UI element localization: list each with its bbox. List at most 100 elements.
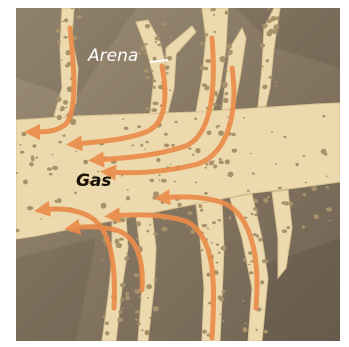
sand-grain	[326, 176, 328, 177]
sand-grain	[62, 21, 64, 22]
sand-grain	[266, 59, 269, 62]
sand-grain	[202, 330, 207, 334]
sand-grain	[243, 258, 247, 261]
sand-grain	[249, 271, 253, 274]
sand-grain	[101, 203, 107, 209]
sand-grain	[78, 113, 81, 115]
sand-grain	[152, 80, 156, 83]
sand-grain	[251, 213, 254, 216]
sand-grain	[216, 94, 219, 97]
sand-grain	[120, 298, 124, 301]
sand-grain	[158, 34, 160, 35]
sand-grain	[60, 106, 65, 111]
sand-grain	[322, 115, 325, 117]
sand-grain	[262, 259, 268, 263]
sand-grain	[61, 60, 63, 61]
sand-grain	[149, 179, 154, 183]
sand-grain	[242, 300, 244, 302]
sand-grain	[164, 144, 169, 148]
sand-grain	[124, 127, 129, 130]
sand-grain	[303, 193, 306, 196]
sand-grain	[204, 67, 208, 71]
sand-grain	[223, 320, 225, 322]
sand-grain	[227, 44, 232, 49]
sand-grain	[120, 283, 126, 287]
sand-grain	[205, 167, 207, 169]
sand-grain	[283, 136, 286, 139]
sand-grain	[232, 149, 237, 153]
sand-grain	[273, 24, 279, 30]
sand-grain	[164, 65, 169, 69]
sand-grain	[219, 161, 225, 165]
sand-grain	[177, 203, 181, 207]
sand-grain	[275, 81, 277, 83]
sand-grain	[203, 30, 205, 32]
sand-grain	[170, 37, 172, 38]
sand-grain	[40, 219, 42, 220]
sand-grain	[64, 18, 68, 22]
sand-grain	[31, 155, 34, 159]
sand-grain	[144, 43, 147, 45]
sand-grain	[227, 50, 233, 55]
sand-grain	[47, 167, 52, 170]
sand-grain	[260, 44, 265, 48]
sand-grain	[77, 15, 83, 19]
sand-grain	[153, 86, 156, 89]
sand-grain	[228, 172, 234, 178]
sand-grain	[223, 98, 228, 103]
sand-grain	[63, 134, 66, 136]
sand-grain	[154, 279, 157, 281]
sand-grain	[141, 47, 146, 51]
sand-grain	[57, 198, 61, 203]
sand-grain	[134, 289, 140, 294]
sand-grain	[225, 10, 227, 12]
sand-grain	[140, 144, 143, 147]
sand-grain	[151, 70, 154, 72]
sand-grain	[216, 127, 218, 129]
sand-grain	[159, 174, 161, 176]
sand-grain	[262, 24, 268, 28]
sand-grain	[254, 214, 257, 216]
sand-grain	[138, 296, 141, 298]
sand-grain	[119, 238, 124, 241]
sand-grain	[221, 246, 227, 251]
sand-grain	[117, 318, 123, 323]
sand-grain	[155, 36, 161, 40]
sand-grain	[23, 180, 28, 185]
sand-grain	[105, 331, 109, 335]
sand-grain	[260, 280, 264, 284]
sand-grain	[206, 163, 209, 166]
sand-grain	[267, 196, 270, 198]
sand-grain	[271, 131, 273, 132]
sand-grain	[226, 70, 228, 72]
sand-grain	[256, 211, 258, 213]
sand-grain	[19, 144, 21, 146]
sand-grain	[225, 92, 228, 95]
sand-grain	[207, 131, 212, 136]
sand-grain	[57, 40, 61, 44]
sand-grain	[225, 55, 228, 57]
sand-grain	[220, 56, 226, 62]
sand-grain	[137, 125, 141, 128]
sand-grain	[207, 228, 209, 230]
sand-grain	[213, 14, 215, 16]
sand-grain	[83, 160, 88, 165]
sand-grain	[76, 151, 78, 153]
sand-grain	[258, 238, 262, 242]
arena-label: Arena	[88, 48, 138, 65]
sand-grain	[147, 230, 150, 233]
sand-grain	[219, 158, 222, 161]
sand-grain	[145, 107, 149, 110]
sand-grain	[63, 36, 67, 39]
sand-grain	[232, 133, 236, 137]
sand-grain	[302, 225, 305, 229]
sand-grain	[115, 239, 120, 244]
sand-grain	[188, 147, 191, 149]
sand-grain	[243, 327, 248, 332]
sand-grain	[305, 182, 307, 183]
sand-grain	[227, 116, 229, 117]
sand-grain	[199, 204, 203, 208]
sand-grain	[250, 153, 252, 154]
sand-grain	[127, 189, 129, 191]
sand-grain	[147, 297, 149, 299]
